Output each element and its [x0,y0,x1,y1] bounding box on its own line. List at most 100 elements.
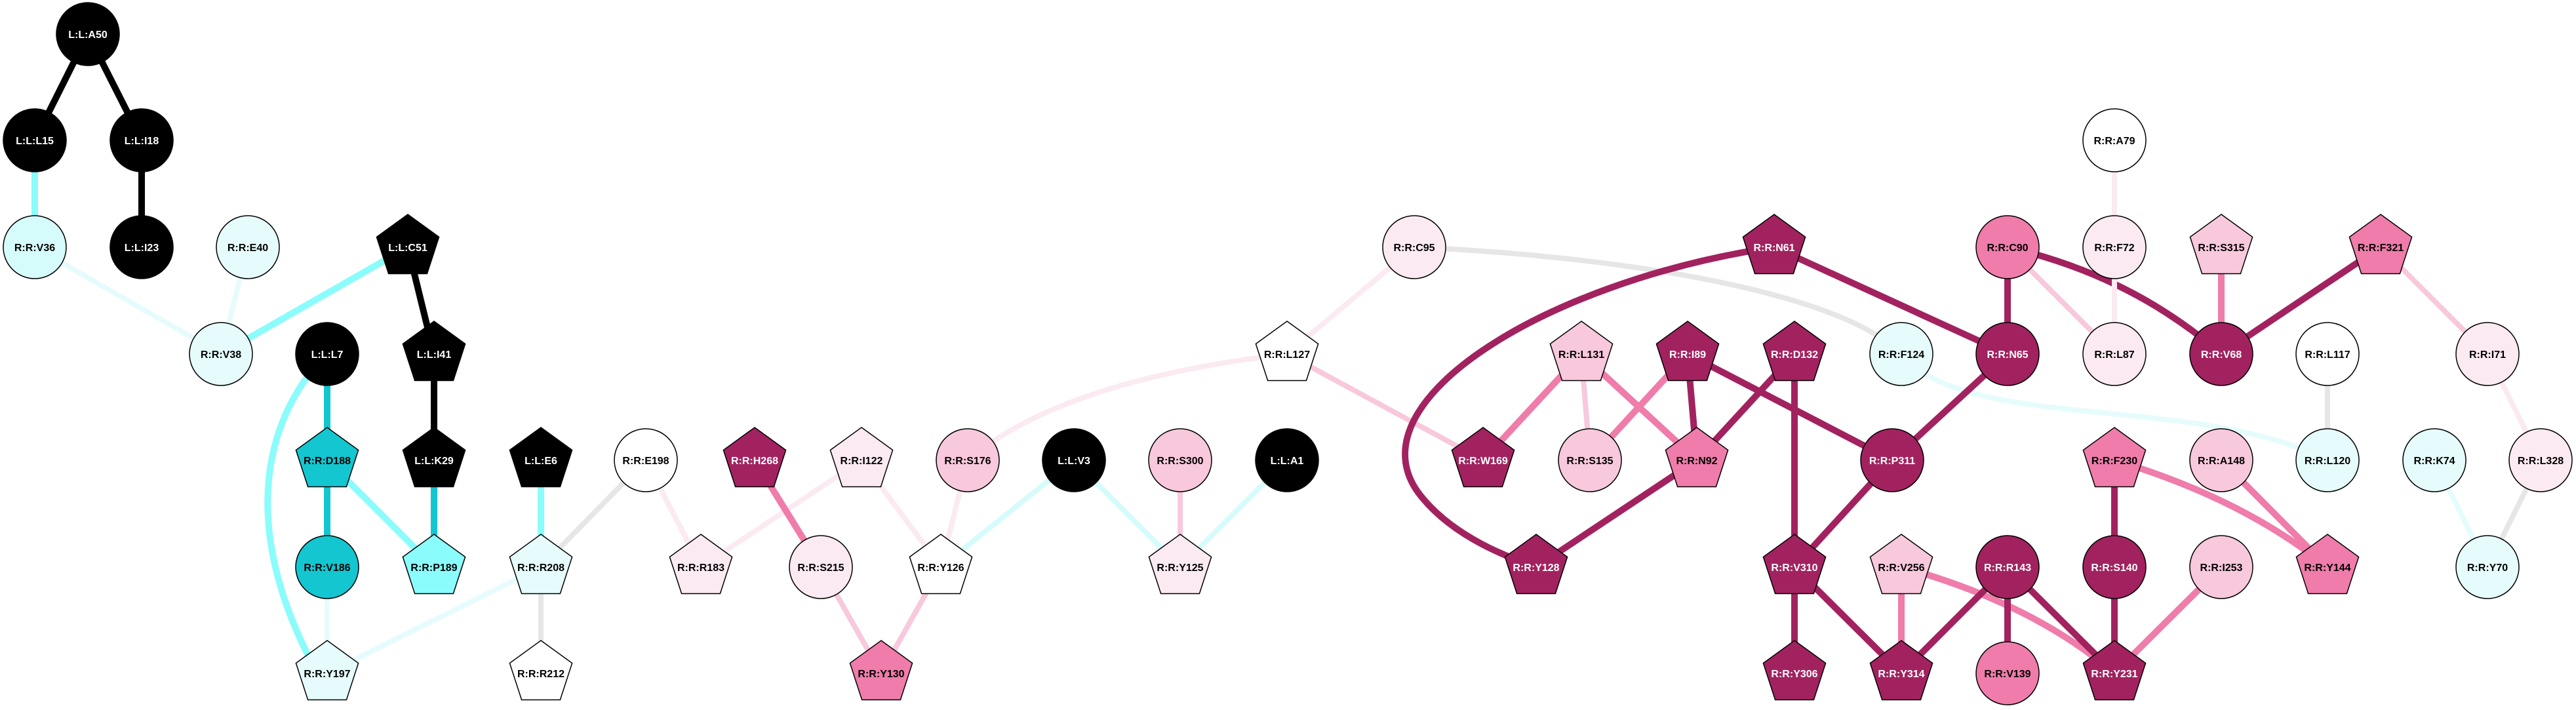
node-pentagon-shape [1451,427,1515,488]
node-c90[interactable]: R:R:C90 [1975,215,2040,279]
node-n61[interactable]: R:R:N61 [1742,214,1806,275]
node-circle-shape [1860,428,1924,492]
node-i71[interactable]: R:R:I71 [2455,322,2520,386]
node-e40[interactable]: R:R:E40 [216,215,280,279]
node-pentagon-shape [2082,640,2147,701]
node-f321[interactable]: R:R:F321 [2348,214,2413,275]
node-label: R:R:L117 [2305,349,2350,361]
edge-c51-v38 [219,244,410,357]
node-circle-shape [789,535,853,599]
node-p189[interactable]: R:R:P189 [402,534,466,595]
node-r212[interactable]: R:R:R212 [509,640,573,701]
node-label: R:R:V38 [201,349,241,361]
node-l328[interactable]: R:R:L328 [2508,428,2573,492]
node-circle-shape [1148,428,1212,492]
node-s176[interactable]: R:R:S176 [936,428,1000,492]
node-circle-shape [295,535,359,599]
node-a148[interactable]: R:R:A148 [2189,428,2253,492]
node-i122[interactable]: R:R:I122 [829,427,894,488]
node-label: R:R:Y231 [2091,669,2137,680]
node-f230[interactable]: R:R:F230 [2082,427,2147,488]
node-y70[interactable]: R:R:Y70 [2455,535,2520,599]
node-i23[interactable]: L:L:I23 [109,215,174,279]
node-v139[interactable]: R:R:V139 [1975,641,2040,705]
node-y126[interactable]: R:R:Y126 [909,534,973,595]
node-d132[interactable]: R:R:D132 [1762,321,1827,382]
node-r208[interactable]: R:R:R208 [509,534,573,595]
node-l120[interactable]: R:R:L120 [2295,428,2360,492]
node-c51[interactable]: L:L:C51 [376,214,440,275]
node-circle-shape [614,428,678,492]
node-label: R:R:S135 [1566,456,1613,467]
node-l87[interactable]: R:R:L87 [2082,322,2147,386]
node-label: R:R:D132 [1771,349,1818,361]
node-i41[interactable]: L:L:I41 [402,321,466,382]
node-y197[interactable]: R:R:Y197 [295,640,359,701]
node-circle-shape [216,215,280,279]
node-n65[interactable]: R:R:N65 [1975,322,2040,386]
node-y125[interactable]: R:R:Y125 [1148,534,1212,595]
node-c95[interactable]: R:R:C95 [1382,215,1446,279]
node-label: R:R:R183 [677,562,724,574]
node-pentagon-shape [295,640,359,701]
node-s300[interactable]: R:R:S300 [1148,428,1212,492]
node-l131[interactable]: R:R:L131 [1549,321,1614,382]
node-l117[interactable]: R:R:L117 [2295,322,2360,386]
node-i18[interactable]: L:L:I18 [109,108,174,172]
node-label: R:R:R212 [517,669,565,680]
node-k29[interactable]: L:L:K29 [402,427,466,488]
node-s140[interactable]: R:R:S140 [2082,535,2147,599]
node-label: R:R:D188 [304,456,351,467]
node-label: L:L:L7 [311,349,344,361]
node-pentagon-shape [402,427,466,488]
node-s135[interactable]: R:R:S135 [1558,428,1622,492]
node-n92[interactable]: R:R:N92 [1665,427,1729,488]
node-label: R:R:E40 [228,243,268,254]
node-label: L:L:K29 [414,456,454,467]
node-label: L:L:C51 [388,243,427,254]
node-y306[interactable]: R:R:Y306 [1762,640,1827,701]
node-y144[interactable]: R:R:Y144 [2295,534,2360,595]
node-y130[interactable]: R:R:Y130 [849,640,913,701]
node-s315[interactable]: R:R:S315 [2189,214,2253,275]
node-p311[interactable]: R:R:P311 [1860,428,1924,492]
node-e6[interactable]: L:L:E6 [509,427,573,488]
node-circle-shape [2455,535,2520,599]
node-d188[interactable]: R:R:D188 [295,427,359,488]
node-r183[interactable]: R:R:R183 [669,534,733,595]
node-w169[interactable]: R:R:W169 [1451,427,1515,488]
node-s215[interactable]: R:R:S215 [789,535,853,599]
node-pentagon-shape [295,427,359,488]
node-a1[interactable]: L:L:A1 [1255,428,1319,492]
node-i253[interactable]: R:R:I253 [2189,535,2253,599]
node-v3[interactable]: L:L:V3 [1042,428,1106,492]
node-f124[interactable]: R:R:F124 [1869,322,1933,386]
node-v310[interactable]: R:R:V310 [1762,534,1827,595]
node-l127[interactable]: R:R:L127 [1255,321,1319,382]
node-v36[interactable]: R:R:V36 [3,215,67,279]
node-l15[interactable]: L:L:L15 [3,108,67,172]
edge-c95-f124 [1414,245,1903,356]
node-y231[interactable]: R:R:Y231 [2082,640,2147,701]
node-circle-shape [936,428,1000,492]
node-v68[interactable]: R:R:V68 [2189,322,2253,386]
edge-l127-w169 [1286,351,1484,463]
node-v186[interactable]: R:R:V186 [295,535,359,599]
node-v256[interactable]: R:R:V256 [1869,534,1933,595]
node-f72[interactable]: R:R:F72 [2082,215,2147,279]
node-h268[interactable]: R:R:H268 [723,427,787,488]
node-label: R:R:L127 [1264,349,1310,361]
node-r143[interactable]: R:R:R143 [1975,535,2040,599]
node-a50[interactable]: L:L:A50 [56,2,120,66]
node-v38[interactable]: R:R:V38 [189,322,253,386]
node-i89[interactable]: R:R:I89 [1655,321,1720,382]
node-y314[interactable]: R:R:Y314 [1869,640,1933,701]
node-k74[interactable]: R:R:K74 [2402,428,2467,492]
node-pentagon-shape [1655,321,1720,382]
node-e198[interactable]: R:R:E198 [614,428,678,492]
node-a79[interactable]: R:R:A79 [2082,108,2147,172]
node-pentagon-shape [1869,640,1933,701]
node-l7[interactable]: L:L:L7 [295,322,359,386]
node-y128[interactable]: R:R:Y128 [1504,534,1568,595]
node-label: L:L:I18 [125,136,159,147]
